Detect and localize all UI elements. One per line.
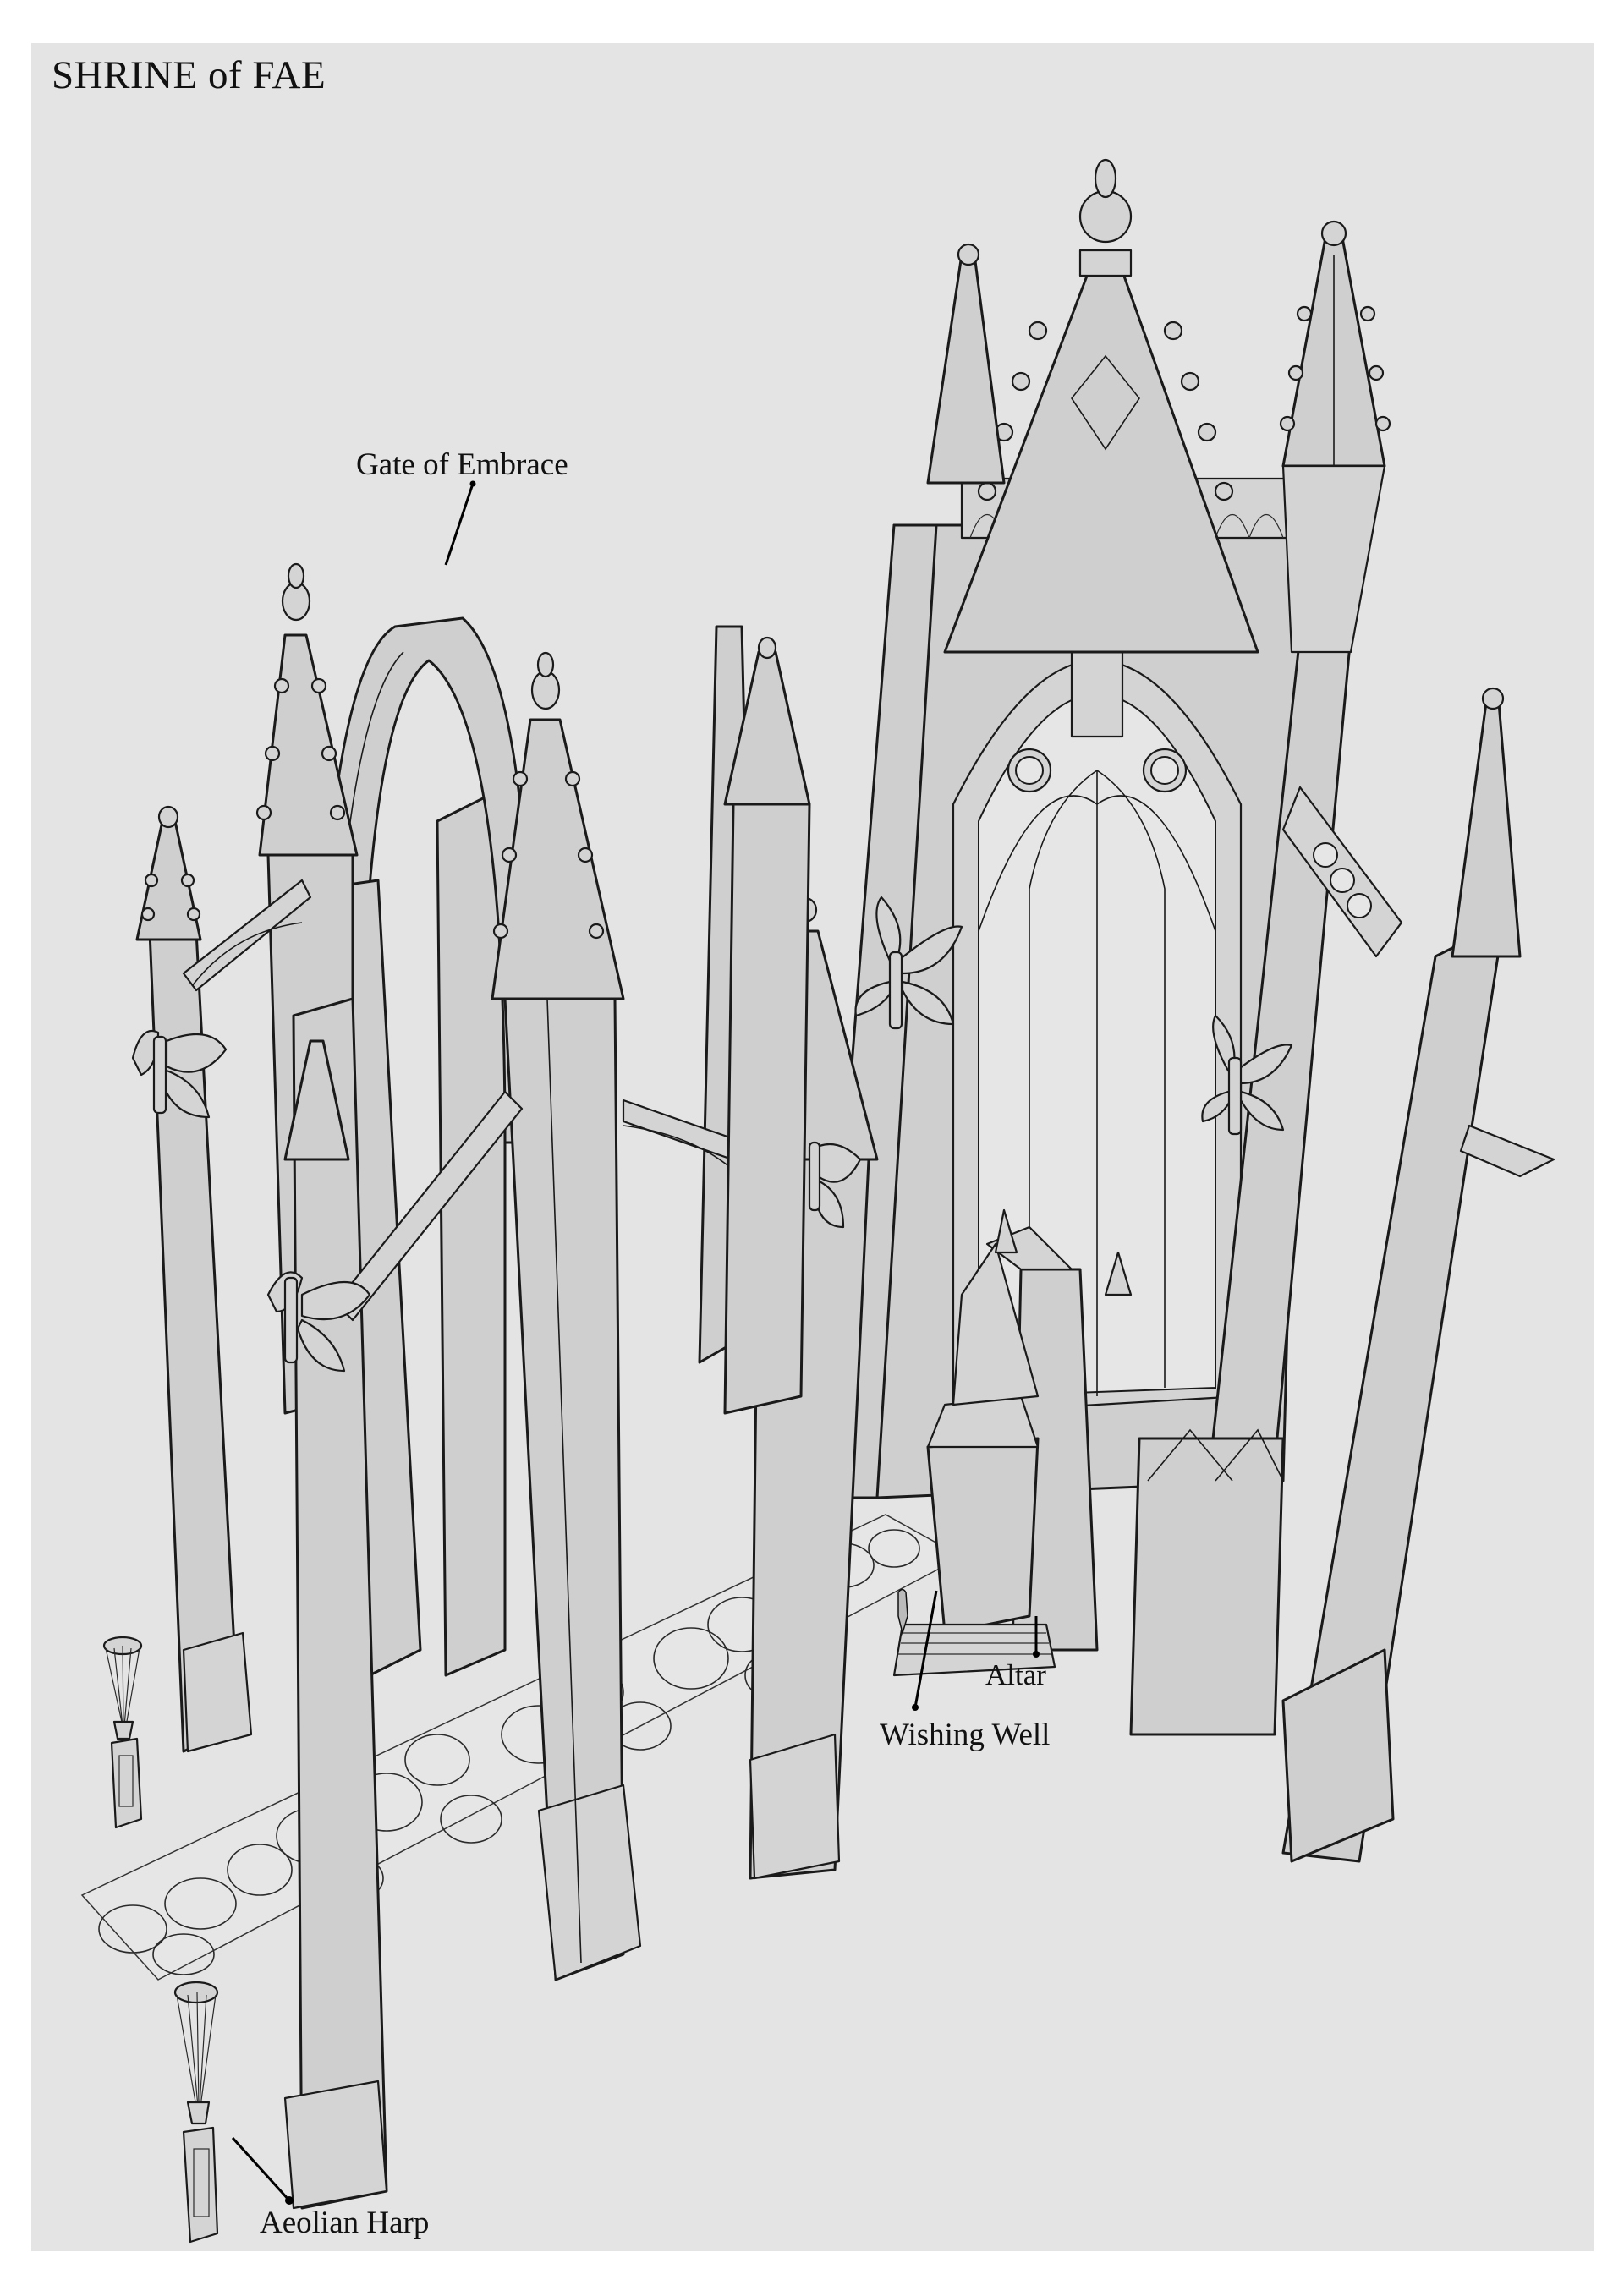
central-spire (943, 158, 1259, 654)
fairy-statue-2 (1201, 1014, 1293, 1136)
fairy-statue-4 (266, 1271, 371, 1373)
tracery-window-wall (875, 477, 1310, 1499)
fairy-statue-5 (808, 1141, 862, 1229)
fairy-statue-1 (854, 896, 963, 1030)
front-center-pillar (491, 651, 642, 1981)
window-left-spire (723, 636, 811, 1415)
fairy-statues (131, 896, 1293, 1373)
label-aeolian-harp: Aeolian Harp (260, 2206, 430, 2240)
altar-wishing-well (892, 1208, 1133, 1677)
front-left-pillar (135, 805, 253, 1753)
far-right-pillar (1281, 687, 1555, 1863)
label-leader-lines (231, 480, 1040, 2205)
flying-buttresses (182, 879, 794, 1322)
right-buttress-block (1129, 1428, 1285, 1736)
aeolian-harp-2 (173, 1981, 219, 2244)
aeolian-harp-1 (102, 1636, 143, 1829)
fairy-statue-3 (131, 1030, 228, 1119)
illustration-panel: SHRINE of FAE Gate of Embrace Altar Wish… (31, 43, 1594, 2251)
page-title: SHRINE of FAE (52, 53, 326, 97)
human-figure (897, 1588, 908, 1636)
label-altar: Altar (985, 1658, 1046, 1691)
label-wishing-well: Wishing Well (880, 1718, 1051, 1752)
label-gate-of-embrace: Gate of Embrace (356, 447, 568, 482)
shrine-illustration (80, 158, 1555, 2244)
right-spire-tower (1188, 220, 1391, 1652)
